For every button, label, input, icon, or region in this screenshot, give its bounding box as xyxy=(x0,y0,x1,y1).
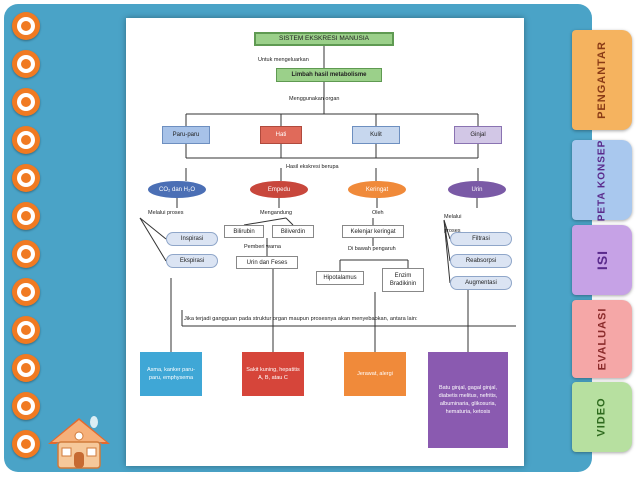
label-oleh: Oleh xyxy=(372,210,384,216)
step-inspirasi: Inspirasi xyxy=(166,232,218,246)
kulit-gland: Kelenjar keringat xyxy=(342,225,404,238)
label-hasil: Hasil ekskresi berupa xyxy=(286,164,339,170)
label-melalui: Melalui proses xyxy=(148,210,184,216)
tab-isi[interactable]: ISI xyxy=(572,225,632,295)
binder-ring-icon xyxy=(12,354,40,382)
binder-ring-icon xyxy=(12,202,40,230)
disease-hati: Sakit kuning, hepatitis A, B, atau C xyxy=(242,352,304,396)
step-filtrasi: Filtrasi xyxy=(450,232,512,246)
connector-line xyxy=(139,217,167,262)
diagram-connectors xyxy=(139,46,516,352)
connector-line xyxy=(243,217,287,226)
organ-ginjal: Ginjal xyxy=(454,126,502,144)
connector-line xyxy=(139,217,167,240)
label-pemberi: Pemberi warna xyxy=(244,244,281,250)
label-dibawah: Di bawah pengaruh xyxy=(348,246,396,252)
binder-ring-icon xyxy=(12,392,40,420)
binder-ring-icon xyxy=(12,240,40,268)
house-icon[interactable] xyxy=(44,414,114,472)
item-biliverdin: Biliverdin xyxy=(272,225,314,238)
tab-peta-konsep-label: PETA KONSEP xyxy=(596,139,608,221)
binder-ring-icon xyxy=(12,88,40,116)
label-mengandung: Mengandung xyxy=(260,210,293,216)
label-menggunakan: Menggunakan organ xyxy=(289,96,340,102)
tab-evaluasi-label: EVALUASI xyxy=(596,307,608,371)
connector-line xyxy=(443,219,451,284)
step-augmentasi: Augmentasi xyxy=(450,276,512,290)
control-hipotalamus: Hipotalamus xyxy=(316,271,364,285)
organ-paru: Paru-paru xyxy=(162,126,210,144)
product-empedu: Empedu xyxy=(250,181,308,198)
organ-kulit: Kulit xyxy=(352,126,400,144)
tab-video[interactable]: VIDEO xyxy=(572,382,632,452)
product-co2: CO₂ dan H₂O xyxy=(148,181,206,198)
control-bradikinin: Enzim Bradikinin xyxy=(382,268,424,292)
tab-isi-label: ISI xyxy=(594,249,610,271)
disease-ginjal: Batu ginjal, gagal ginjal, diabetis meli… xyxy=(428,352,508,448)
product-urin: Urin xyxy=(448,181,506,198)
binder-ring-icon xyxy=(12,430,40,458)
tab-pengantar-label: PENGANTAR xyxy=(596,41,609,119)
binder-ring-icon xyxy=(12,316,40,344)
tab-evaluasi[interactable]: EVALUASI xyxy=(572,300,632,378)
binder-ring-icon xyxy=(12,12,40,40)
binder-ring-icon xyxy=(12,164,40,192)
tab-video-label: VIDEO xyxy=(595,397,608,437)
label-untuk: Untuk mengeluarkan xyxy=(258,57,309,63)
binder-ring-icon xyxy=(12,278,40,306)
label-melalui-proses: Melalui proses xyxy=(444,214,462,234)
disease-paru: Asma, kanker paru-paru, emphysema xyxy=(140,352,202,396)
limbah-box: Limbah hasil metabolisme xyxy=(276,68,382,82)
connector-line xyxy=(443,219,451,240)
label-gangguan: Jika terjadi gangguan pada struktur orga… xyxy=(184,316,418,322)
step-ekspirasi: Ekspirasi xyxy=(166,254,218,268)
binder-ring-icon xyxy=(12,126,40,154)
diagram-title: SISTEM EKSKRESI MANUSIA xyxy=(254,32,394,46)
empedu-result: Urin dan Feses xyxy=(236,256,298,269)
step-reabsorpsi: Reabsorpsi xyxy=(450,254,512,268)
tab-pengantar[interactable]: PENGANTAR xyxy=(572,30,632,130)
disease-kulit: Jerawat, alergi xyxy=(344,352,406,396)
connector-line xyxy=(285,217,294,226)
concept-map-paper: SISTEM EKSKRESI MANUSIA Untuk mengeluark… xyxy=(126,18,524,466)
tab-peta-konsep[interactable]: PETA KONSEP xyxy=(572,139,632,221)
product-keringat: Keringat xyxy=(348,181,406,198)
item-bilirubin: Bilirubin xyxy=(224,225,264,238)
binder-ring-icon xyxy=(12,50,40,78)
organ-hati: Hati xyxy=(260,126,302,144)
